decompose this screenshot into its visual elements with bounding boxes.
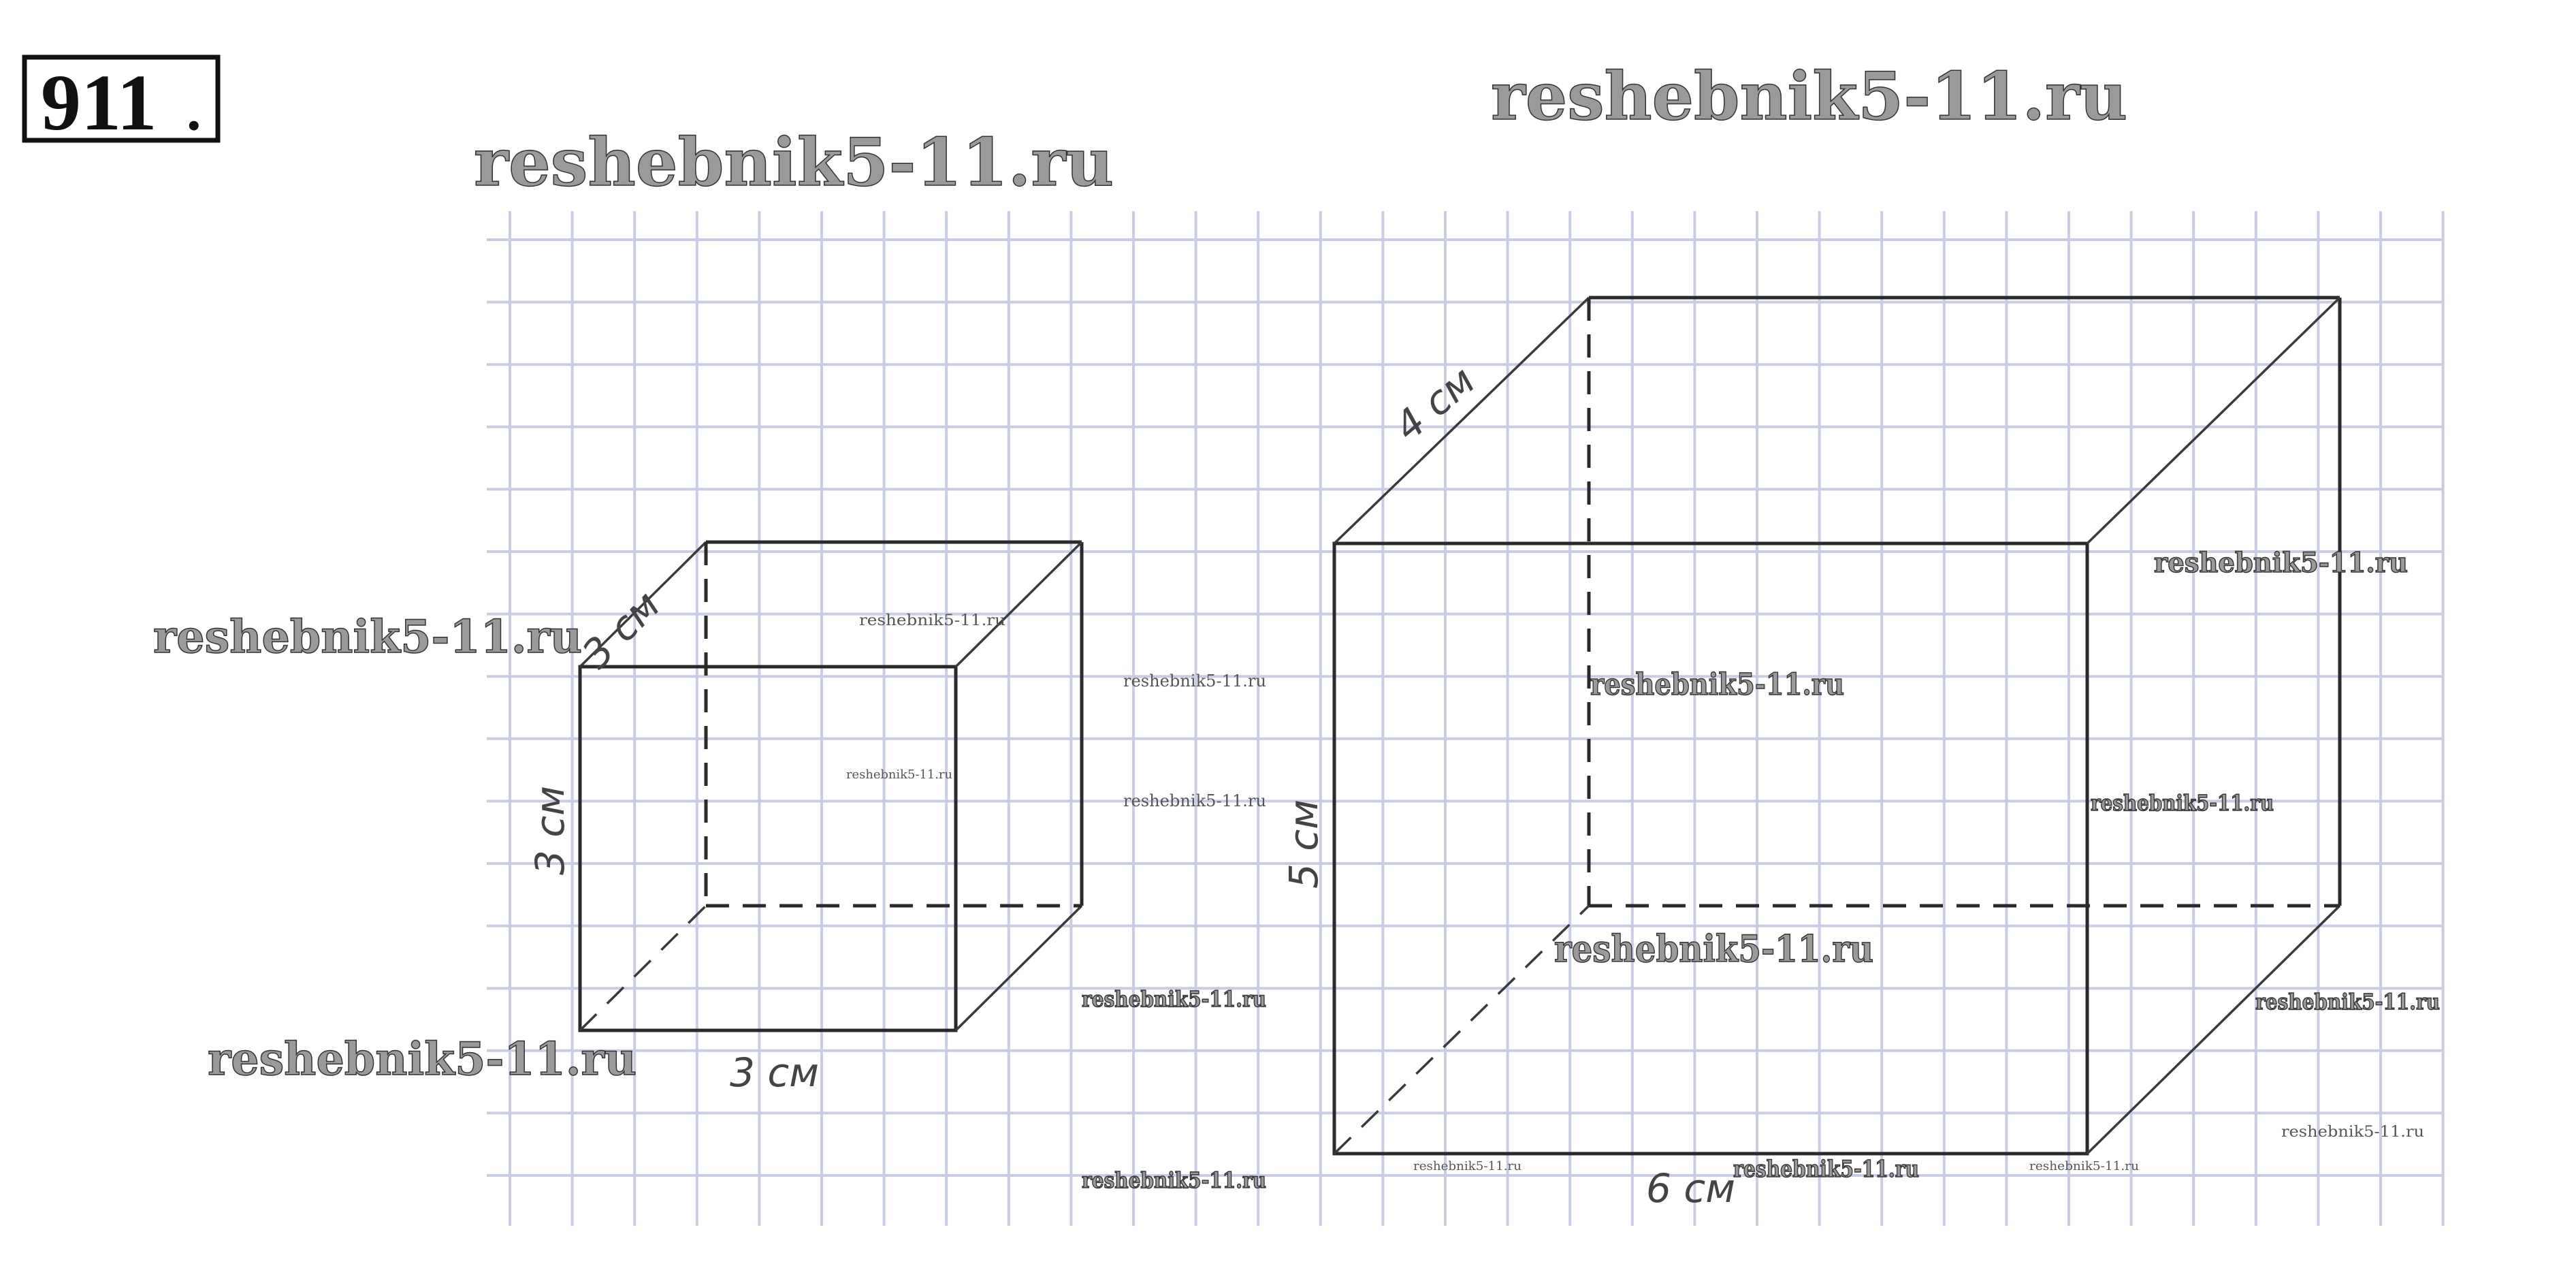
- box-bottom-right-depth-edge: [2086, 904, 2341, 1155]
- cube-bottom-right-depth-edge: [954, 904, 1083, 1032]
- watermark: reshebnik5-11.ru: [2281, 1124, 2424, 1141]
- box-depth-label: 4 см: [1385, 357, 1483, 449]
- watermark: reshebnik5-11.ru: [1413, 1159, 1522, 1173]
- box-front-face: [1332, 541, 2089, 1156]
- box-6x4x5: 4 см 5 см 6 см: [1281, 296, 2342, 1212]
- watermark: reshebnik5-11.ru: [474, 124, 1114, 201]
- watermark: reshebnik5-11.ru: [2154, 547, 2408, 579]
- box-width-label: 6 см: [1646, 1165, 1735, 1212]
- watermark: reshebnik5-11.ru: [208, 1032, 637, 1086]
- watermark: reshebnik5-11.ru: [2091, 790, 2274, 816]
- cube-top-right-depth-edge: [954, 541, 1083, 668]
- watermark: reshebnik5-11.ru: [846, 767, 952, 782]
- watermarks: reshebnik5-11.ru reshebnik5-11.ru resheb…: [152, 57, 2441, 1194]
- cube-hidden-depth-edge: [579, 904, 707, 1032]
- watermark: reshebnik5-11.ru: [1123, 671, 1266, 691]
- problem-number: 911 .: [22, 54, 221, 147]
- cube-height-label: 3 см: [527, 786, 573, 875]
- box-top-right-depth-edge: [2086, 296, 2341, 545]
- watermark: reshebnik5-11.ru: [1082, 986, 1266, 1012]
- watermark: reshebnik5-11.ru: [2029, 1159, 2139, 1173]
- watermark: reshebnik5-11.ru: [1491, 58, 2127, 135]
- problem-number-text: 911: [41, 58, 157, 147]
- cube-width-label: 3 см: [730, 1049, 819, 1096]
- watermark: reshebnik5-11.ru: [153, 610, 582, 663]
- watermark: reshebnik5-11.ru: [1082, 1167, 1266, 1193]
- box-hidden-depth-edge: [1333, 904, 1590, 1155]
- watermark: reshebnik5-11.ru: [1554, 927, 1873, 970]
- cube-depth-label: 3 см: [573, 582, 669, 678]
- cube-front-face: [578, 665, 958, 1032]
- watermark: reshebnik5-11.ru: [1123, 791, 1266, 810]
- watermark: reshebnik5-11.ru: [859, 612, 1005, 629]
- box-top-left-depth-edge: [1333, 296, 1590, 545]
- watermark: reshebnik5-11.ru: [2255, 989, 2440, 1015]
- box-height-label: 5 см: [1281, 800, 1327, 889]
- watermark: reshebnik5-11.ru: [1733, 1156, 1919, 1183]
- graph-paper-grid: [487, 211, 2445, 1226]
- problem-number-dot: .: [184, 58, 204, 147]
- cube-top-left-depth-edge: [579, 541, 707, 668]
- watermark: reshebnik5-11.ru: [1590, 667, 1844, 702]
